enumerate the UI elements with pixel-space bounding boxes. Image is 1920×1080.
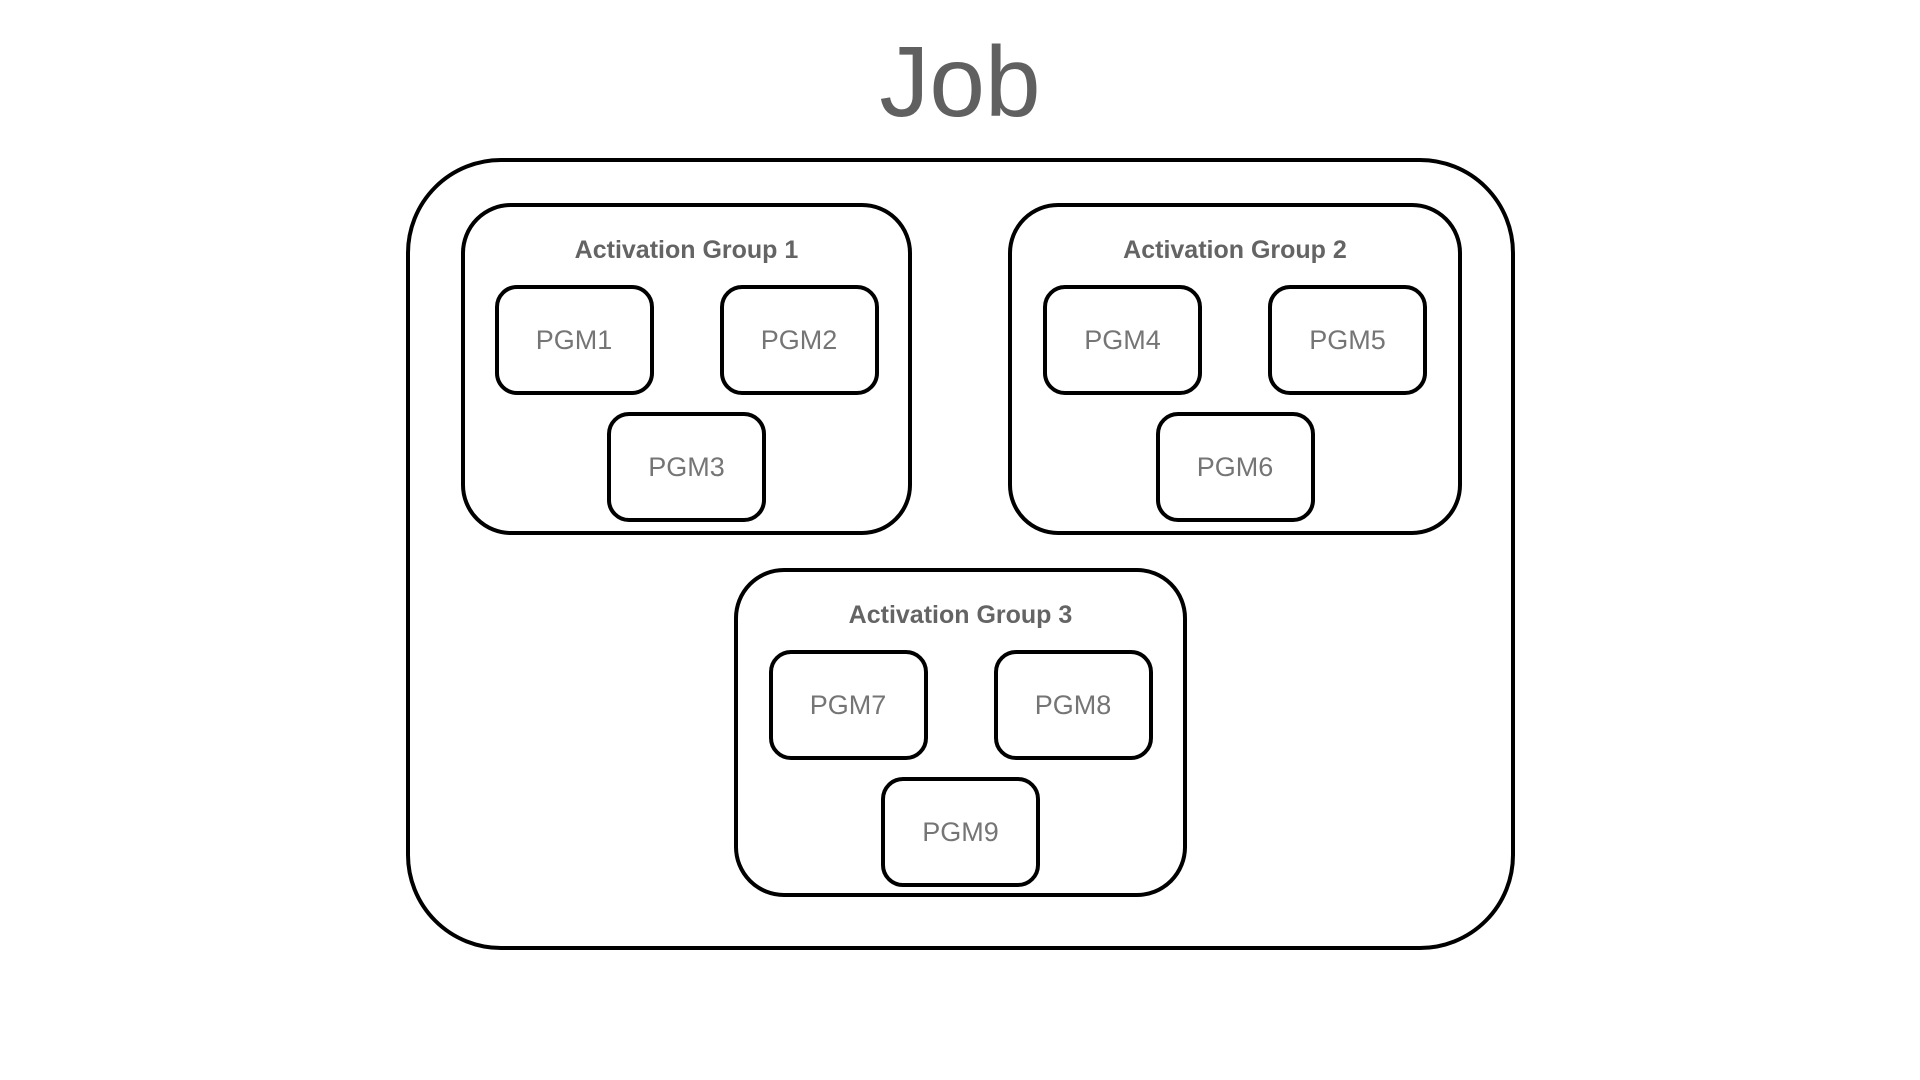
program-box-pgm7: PGM7 xyxy=(768,650,928,760)
program-box-pgm3: PGM3 xyxy=(607,412,766,522)
group-2-row-bottom: PGM6 xyxy=(1155,412,1315,522)
activation-group-3: Activation Group 3 PGM7 PGM8 PGM9 xyxy=(734,568,1187,897)
activation-group-1: Activation Group 1 PGM1 PGM2 PGM3 xyxy=(461,203,912,535)
program-box-pgm9: PGM9 xyxy=(881,777,1040,887)
activation-group-2-label: Activation Group 2 xyxy=(1123,236,1347,264)
program-box-pgm6: PGM6 xyxy=(1155,412,1315,522)
job-title: Job xyxy=(879,26,1041,138)
activation-group-3-label: Activation Group 3 xyxy=(848,601,1073,629)
job-container: Activation Group 1 PGM1 PGM2 PGM3 Activa… xyxy=(406,158,1515,950)
group-1-row-bottom: PGM3 xyxy=(607,412,766,522)
group-3-row-bottom: PGM9 xyxy=(881,777,1040,887)
program-box-pgm5: PGM5 xyxy=(1268,285,1427,395)
group-3-row-top: PGM7 PGM8 xyxy=(768,650,1153,760)
group-2-row-top: PGM4 PGM5 xyxy=(1043,285,1427,395)
group-1-row-top: PGM1 PGM2 xyxy=(494,285,879,395)
program-box-pgm8: PGM8 xyxy=(993,650,1153,760)
activation-group-1-label: Activation Group 1 xyxy=(574,236,799,264)
program-box-pgm1: PGM1 xyxy=(494,285,654,395)
activation-group-2: Activation Group 2 PGM4 PGM5 PGM6 xyxy=(1008,203,1462,535)
program-box-pgm2: PGM2 xyxy=(719,285,879,395)
program-box-pgm4: PGM4 xyxy=(1043,285,1202,395)
